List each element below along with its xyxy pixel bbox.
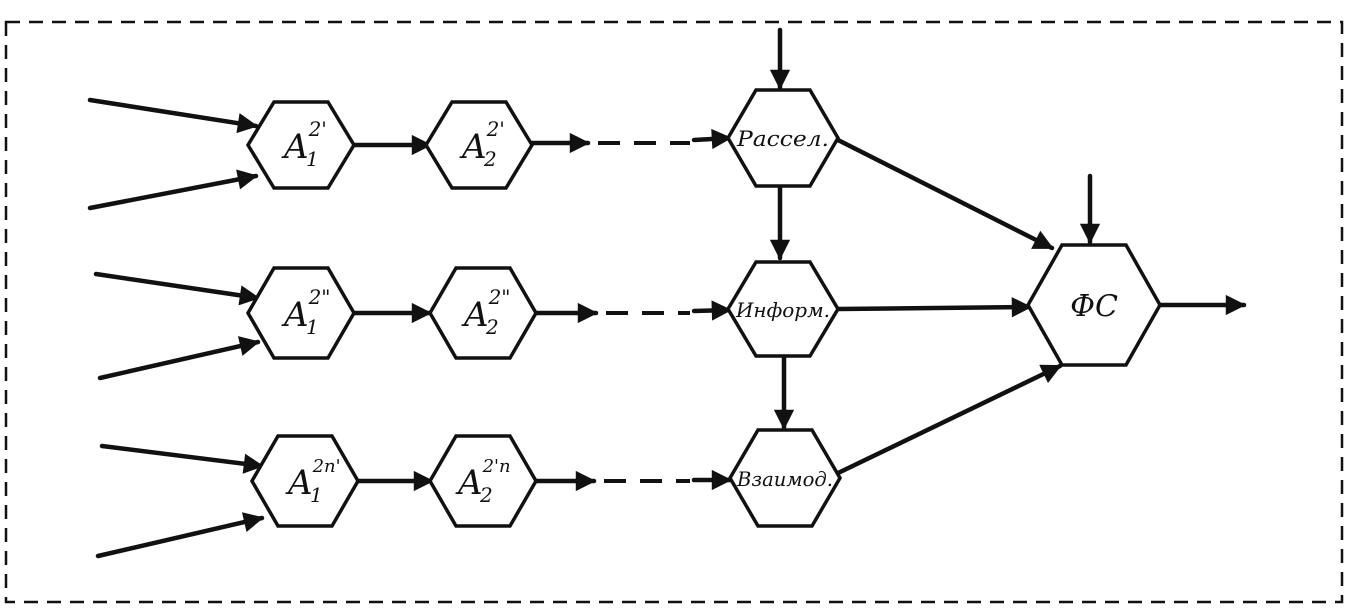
node-a1-row2-sub: 1 [306,315,319,339]
node-a2-row1-sup: 2' [486,117,505,141]
node-inform-label: Информ. [735,298,830,322]
arrow-into-inform [691,300,733,321]
node-a1-row3-sup: 2n' [312,456,341,477]
dashed-border [4,20,1344,604]
node-vzaim: Взаимод. [727,428,843,528]
svg-text:A2': A2' [281,117,327,167]
input-arrow-row3-bottom [95,512,265,559]
node-a2-row1: A2' 2 [423,100,535,190]
node-a2-row2-sub: 2 [485,315,499,339]
svg-text:A2": A2" [461,285,511,335]
input-arrow-row3-top [99,443,265,474]
node-fs-label: ФС [1070,289,1118,324]
input-arrow-row2-top [93,271,261,306]
node-a2-row2-sup: 2" [488,285,511,309]
arrow-inform-to-fs [835,297,1033,318]
arrow-into-rassel [691,128,733,150]
node-a1-row2-sup: 2" [308,285,331,309]
node-a1-row1: A2' 1 [245,100,357,190]
node-a1-row1-sup: 2' [308,117,327,141]
input-arrow-row1-bottom [87,169,259,211]
node-a1-row2: A2" 1 [245,266,357,360]
input-arrow-row2-bottom [97,336,261,381]
node-a2-row1-base: A [459,127,487,167]
node-a2-row3-sub: 2 [479,483,493,507]
arrow-vzaim-to-fs [833,363,1063,477]
node-a1-row2-base: A [281,295,309,335]
node-a2-row3-sup: 2'n [482,456,511,477]
node-inform: Информ. [725,260,841,358]
node-a2-row1-sub: 2 [483,147,497,171]
node-a1-row3-base: A [285,463,313,503]
node-a2-row3-base: A [455,463,483,503]
svg-text:A2'n: A2'n [455,456,511,503]
input-arrow-row1-top [87,97,259,134]
node-a1-row3-sub: 1 [310,483,323,507]
node-fs: ФС [1025,243,1163,367]
node-a1-row1-base: A [281,127,309,167]
node-a2-row2: A2" 2 [427,266,539,360]
node-a2-row3: A2'n 2 [427,434,539,528]
node-a2-row2-base: A [461,295,489,335]
node-a1-row3: A2n' 1 [249,434,361,528]
node-vzaim-label: Взаимод. [736,467,833,491]
arrow-rassel-to-fs [831,135,1055,251]
svg-text:A2': A2' [459,117,505,167]
svg-text:A2n': A2n' [285,456,341,503]
node-rassel: Рассел. [725,88,841,188]
node-rassel-label: Рассел. [736,127,829,151]
node-a1-row1-sub: 1 [306,147,319,171]
svg-text:A2": A2" [281,285,331,335]
